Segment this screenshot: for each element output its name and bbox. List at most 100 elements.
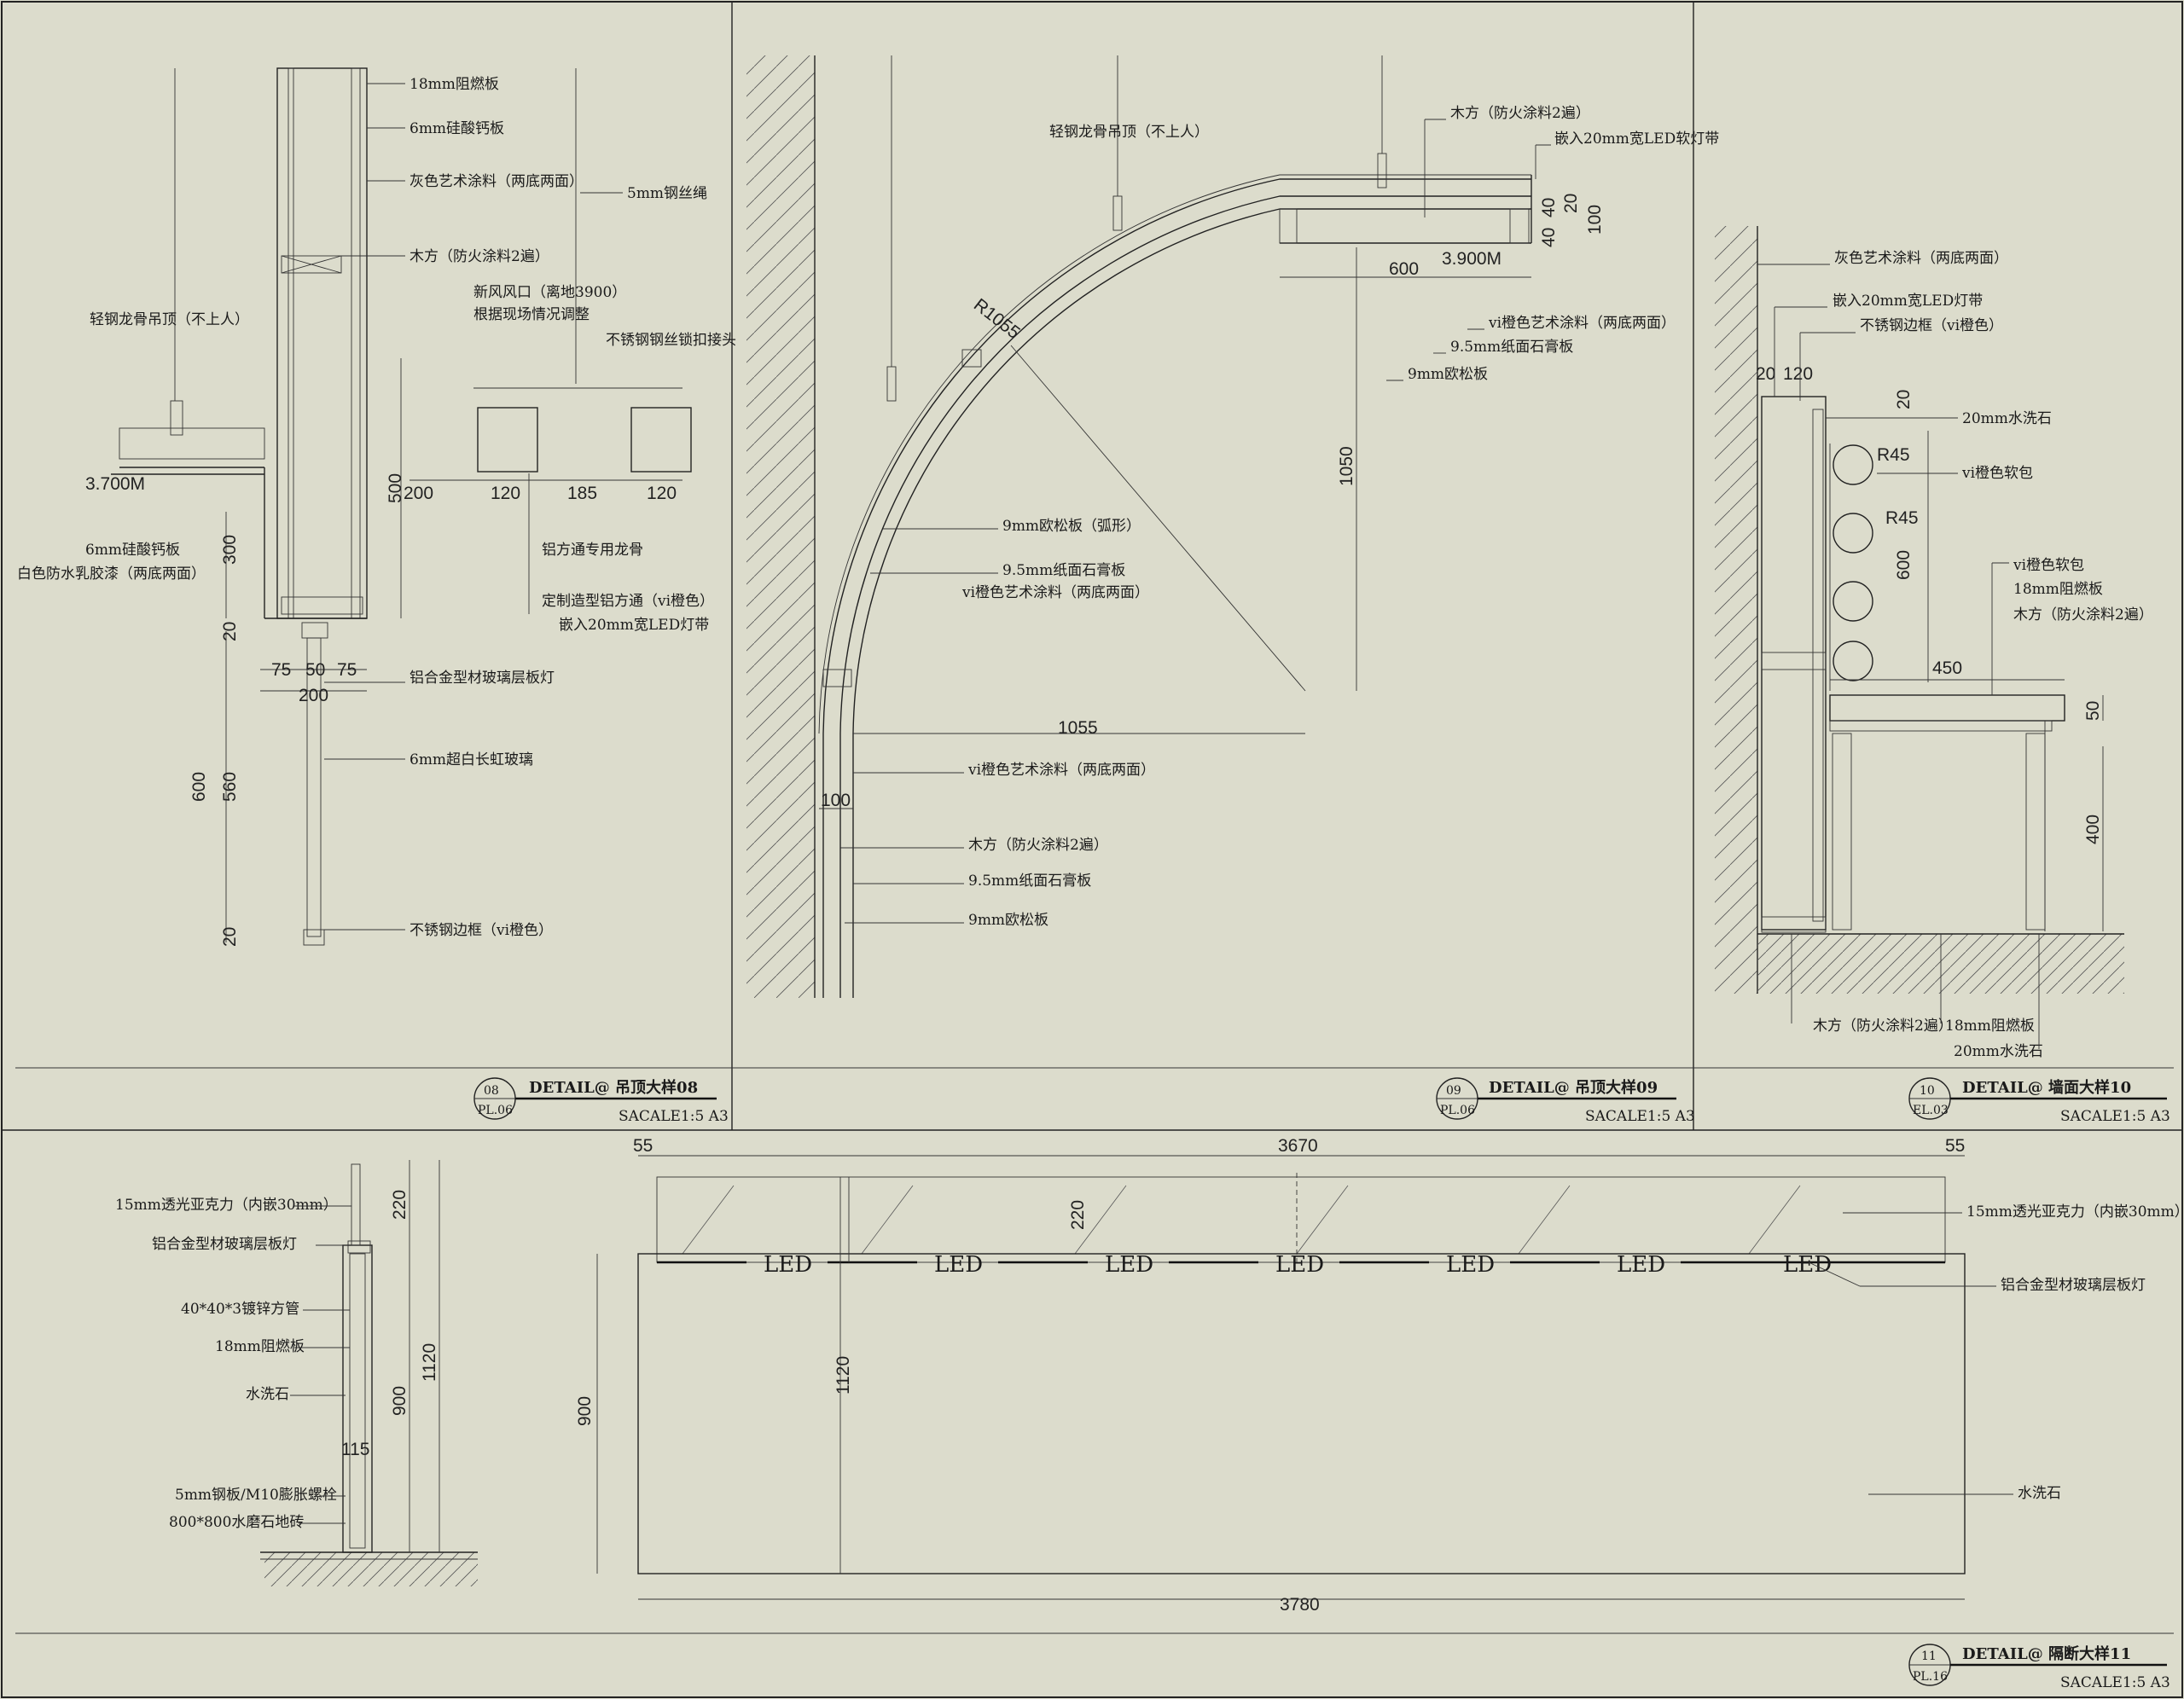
svg-text:09: 09	[1446, 1084, 1461, 1098]
svg-text:PL.06: PL.06	[1440, 1104, 1475, 1117]
detail-10: 20 120 20 R45 R45 600 450 50 400 灰色艺术涂料（…	[1715, 226, 2170, 1125]
d11-label-5: 水洗石	[246, 1386, 289, 1403]
led-mark-1: LED	[764, 1252, 812, 1278]
d09-dim-1050: 1050	[1337, 446, 1356, 486]
d11-label-8: 15mm透光亚克力（内嵌30mm）	[1966, 1203, 2184, 1221]
d10-dim-20a: 20	[1756, 364, 1775, 384]
d08-dim-200b: 200	[299, 686, 328, 705]
d09-dim-100b: 100	[821, 791, 851, 810]
d08-label-11: 白色防水乳胶漆（两底两面）	[17, 565, 206, 583]
svg-text:DETAIL@ 吊顶大样08: DETAIL@ 吊顶大样08	[529, 1078, 698, 1097]
svg-text:10: 10	[1920, 1084, 1935, 1098]
d11-dim-900: 900	[575, 1396, 595, 1426]
led-mark-7: LED	[1783, 1252, 1832, 1278]
d09-dim-600: 600	[1389, 259, 1419, 279]
d11-label-10: 水洗石	[2018, 1485, 2061, 1502]
d10-dim-450: 450	[1932, 658, 1962, 678]
d08-dim-20b: 20	[220, 927, 240, 947]
d08-label-9: 不锈钢钢丝锁扣接头	[606, 332, 736, 349]
d10-label-6: vi橙色软包	[2013, 557, 2084, 574]
d09-label-10: vi橙色艺术涂料（两底两面）	[967, 762, 1155, 779]
d11-dim-55a: 55	[633, 1136, 653, 1156]
d09-label-1: 轻钢龙骨吊顶（不上人）	[1049, 124, 1209, 141]
d09-dim-radius: R1055	[970, 295, 1024, 343]
led-mark-4: LED	[1275, 1252, 1324, 1278]
d11-label-1: 15mm透光亚克力（内嵌30mm）	[115, 1197, 338, 1214]
svg-text:DETAIL@ 隔断大样11: DETAIL@ 隔断大样11	[1962, 1644, 2131, 1663]
d08-dim-120a: 120	[491, 484, 520, 503]
d08-dim-50: 50	[305, 660, 325, 680]
svg-text:SACALE1:5 A3: SACALE1:5 A3	[619, 1108, 729, 1125]
d11-title-block: 11 PL.16 DETAIL@ 隔断大样11 SACALE1:5 A3	[1908, 1644, 2170, 1691]
d10-label-10: 18mm阻燃板	[1945, 1018, 2035, 1035]
d11-dim-220: 220	[1068, 1200, 1088, 1230]
d10-dim-400: 400	[2083, 815, 2103, 844]
d08-label-5: 木方（防火涂料2遍）	[410, 248, 549, 265]
d11-sec-dim-900: 900	[390, 1386, 410, 1416]
d10-dim-600: 600	[1894, 550, 1914, 580]
d09-label-8: 9.5mm纸面石膏板	[1002, 561, 1125, 579]
d10-label-9: 木方（防火涂料2遍）	[1813, 1018, 1953, 1035]
d08-label-12: 铝方通专用龙骨	[542, 542, 643, 559]
d08-dim-75b: 75	[337, 660, 357, 680]
d08-dim-560: 560	[220, 772, 240, 802]
d10-label-1: 灰色艺术涂料（两底两面）	[1834, 250, 2008, 267]
d09-label-2: 木方（防火涂料2遍）	[1450, 105, 1590, 122]
d09-label-12: 9.5mm纸面石膏板	[968, 872, 1091, 890]
d09-label-9: vi橙色艺术涂料（两底两面）	[961, 584, 1149, 601]
d10-label-11: 20mm水洗石	[1954, 1043, 2043, 1060]
detail-08: 3.700M 500 200 120 185 120 300 20 75 50 …	[17, 67, 736, 1125]
d08-label-2: 6mm硅酸钙板	[410, 120, 504, 137]
d09-dim-100a: 100	[1585, 205, 1605, 235]
d10-label-5: vi橙色软包	[1961, 465, 2033, 482]
d08-dim-75a: 75	[271, 660, 291, 680]
d11-label-3: 40*40*3镀锌方管	[181, 1301, 299, 1318]
d11-label-7: 800*800水磨石地砖	[169, 1514, 304, 1531]
d08-dim-20a: 20	[220, 622, 240, 641]
svg-text:PL.06: PL.06	[478, 1104, 513, 1117]
d11-dim-3780: 3780	[1280, 1595, 1320, 1615]
d11-label-2: 铝合金型材玻璃层板灯	[152, 1236, 297, 1253]
d09-title-block: 09 PL.06 DETAIL@ 吊顶大样09 SACALE1:5 A3	[1436, 1077, 1695, 1125]
detail-11: 220 1120 900 115 15mm透光亚克力（内嵌30mm） 铝合金型材…	[115, 1136, 2184, 1691]
d08-title-block: 08 PL.06 DETAIL@ 吊顶大样08 SACALE1:5 A3	[473, 1077, 729, 1125]
d10-label-7: 18mm阻燃板	[2013, 581, 2103, 598]
d08-label-1: 18mm阻燃板	[410, 76, 499, 93]
d09-dim-20: 20	[1561, 194, 1581, 213]
d10-title-block: 10 EL.03 DETAIL@ 墙面大样10 SACALE1:5 A3	[1908, 1077, 2170, 1125]
d11-label-9: 铝合金型材玻璃层板灯	[2001, 1277, 2146, 1294]
led-mark-5: LED	[1446, 1252, 1495, 1278]
svg-text:SACALE1:5 A3: SACALE1:5 A3	[2060, 1674, 2170, 1691]
d08-label-17: 不锈钢边框（vi橙色）	[410, 922, 553, 939]
d11-sec-dim-1120: 1120	[420, 1343, 439, 1382]
d09-dim-40b: 40	[1539, 198, 1559, 217]
svg-text:SACALE1:5 A3: SACALE1:5 A3	[1585, 1108, 1695, 1125]
d08-dim-120b: 120	[647, 484, 677, 503]
d08-dim-200: 200	[404, 484, 433, 503]
svg-text:SACALE1:5 A3: SACALE1:5 A3	[2060, 1108, 2170, 1125]
d08-dim-300: 300	[220, 535, 240, 565]
d11-sec-dim-115: 115	[341, 1440, 369, 1459]
d11-dim-3670: 3670	[1278, 1136, 1318, 1156]
d09-label-7: 9mm欧松板（弧形）	[1002, 518, 1141, 535]
svg-text:08: 08	[484, 1084, 499, 1098]
d11-dim-55b: 55	[1945, 1136, 1965, 1156]
d09-label-4: vi橙色艺术涂料（两底两面）	[1488, 315, 1676, 332]
d10-dim-r45a: R45	[1877, 445, 1910, 465]
d11-sec-dim-220: 220	[390, 1190, 410, 1220]
d10-label-4: 20mm水洗石	[1962, 410, 2052, 427]
d09-label-5: 9.5mm纸面石膏板	[1450, 338, 1573, 356]
d08-elev: 3.700M	[85, 474, 145, 494]
d09-elev: 3.900M	[1442, 249, 1502, 269]
svg-text:11: 11	[1921, 1650, 1937, 1663]
d08-label-8: 轻钢龙骨吊顶（不上人）	[90, 311, 249, 328]
svg-text:DETAIL@ 墙面大样10: DETAIL@ 墙面大样10	[1962, 1078, 2131, 1097]
d10-label-8: 木方（防火涂料2遍）	[2013, 606, 2153, 623]
svg-text:DETAIL@ 吊顶大样09: DETAIL@ 吊顶大样09	[1489, 1078, 1658, 1097]
d08-label-10: 6mm硅酸钙板	[85, 542, 180, 559]
d08-dim-500: 500	[386, 473, 405, 503]
d10-dim-120: 120	[1783, 364, 1813, 384]
d09-label-11: 木方（防火涂料2遍）	[968, 837, 1108, 854]
d09-label-13: 9mm欧松板	[968, 912, 1048, 929]
